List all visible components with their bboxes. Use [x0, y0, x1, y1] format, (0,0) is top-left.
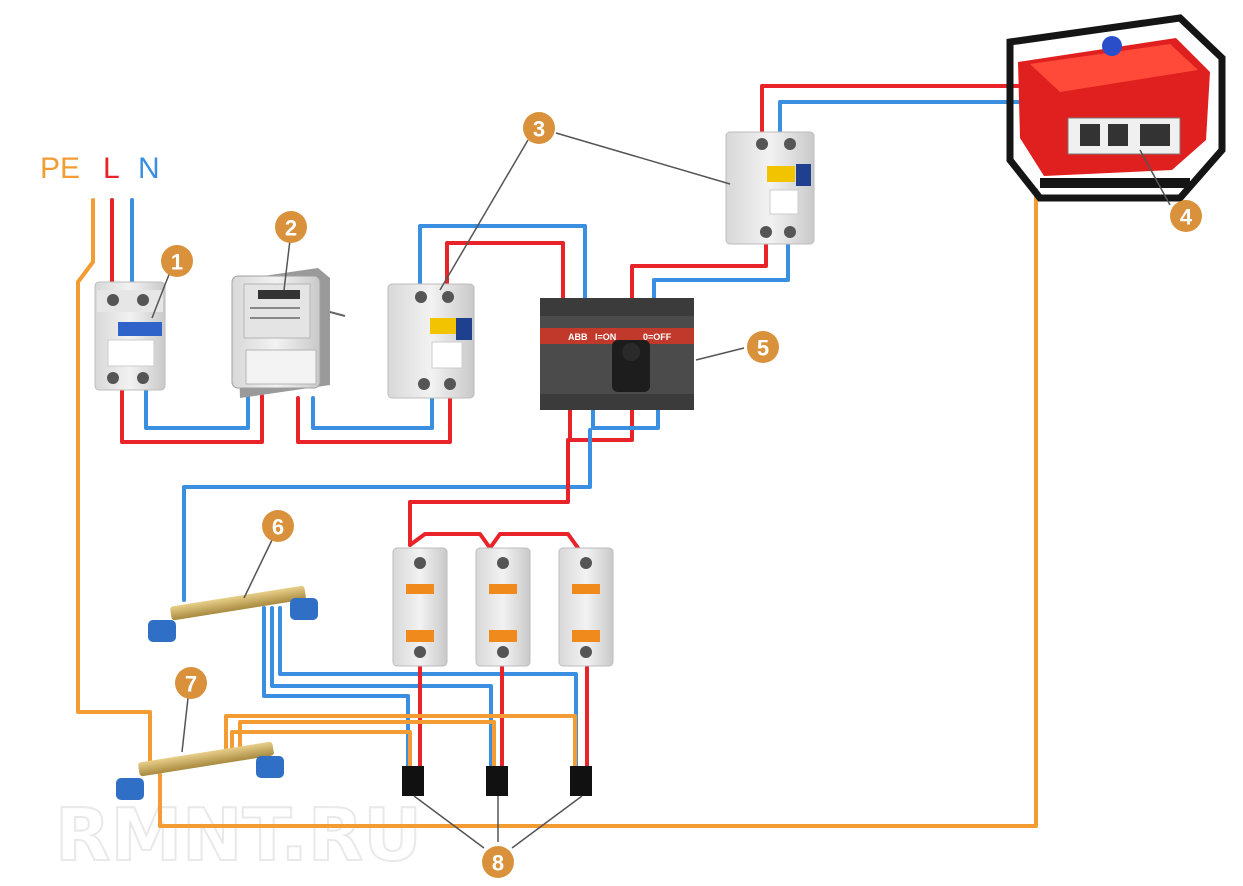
badge-7: 7 [175, 667, 207, 699]
switch-off-label: 0=OFF [643, 332, 672, 342]
leader-6 [243, 539, 273, 599]
leader-2 [283, 239, 291, 291]
badge-2: 2 [275, 211, 307, 243]
changeover-switch: ABB I=ON 0=OFF [540, 298, 694, 410]
wire-pe-load-1 [230, 730, 412, 772]
wire-n-load-2 [270, 606, 493, 772]
svg-text:3: 3 [533, 117, 545, 142]
neutral-busbar [148, 585, 318, 642]
l-label: L [103, 152, 120, 185]
leader-1 [151, 271, 171, 319]
wire-n-switch-gen-rcbo [652, 243, 790, 300]
wire-n-breaker-meter [144, 386, 250, 430]
wire-l-rcbo-switch [445, 241, 565, 300]
leader-3b [555, 132, 731, 185]
wire-n-load-1 [262, 606, 410, 772]
svg-text:6: 6 [272, 515, 284, 540]
load-breaker-2 [475, 547, 531, 667]
svg-text:4: 4 [1180, 205, 1193, 230]
generator [1006, 14, 1226, 202]
terminal-block-1 [402, 766, 424, 796]
wire-l-switch-loop [568, 406, 634, 442]
load-breaker-3 [558, 547, 614, 667]
wire-l-switch-gen-rcbo [630, 243, 768, 300]
pe-busbar [116, 741, 284, 800]
wire-pe-load-2 [238, 720, 496, 772]
badge-4: 4 [1170, 200, 1202, 232]
leader-5 [695, 347, 745, 361]
wire-n-meter-rcbo [311, 394, 434, 430]
wire-n-switch-busbar [182, 428, 592, 602]
svg-text:7: 7 [185, 672, 197, 697]
wire-pe-main [76, 198, 152, 770]
wire-l-to-generator [760, 84, 1030, 138]
switch-brand: ABB [568, 332, 588, 342]
svg-text:2: 2 [285, 216, 297, 241]
wire-l-breaker-link-1 [408, 532, 580, 550]
wire-n-to-generator [778, 100, 1030, 138]
badge-5: 5 [747, 331, 779, 363]
leader-3a [439, 139, 529, 291]
wire-l-meter-rcbo [296, 394, 452, 444]
leader-8a [413, 795, 485, 849]
wire-l-switch-breakers [408, 438, 570, 547]
wire-pe-generator [158, 188, 1038, 828]
load-breaker-1 [392, 547, 448, 667]
leader-7 [181, 697, 189, 753]
leader-4 [1139, 149, 1171, 206]
badge-1: 1 [161, 245, 193, 277]
terminal-block-2 [486, 766, 508, 796]
badge-6: 6 [262, 510, 294, 542]
badge-8: 8 [482, 846, 514, 878]
wire-n-rcbo-switch [418, 224, 587, 300]
svg-text:1: 1 [171, 250, 183, 275]
switch-on-label: I=ON [595, 332, 616, 342]
input-circuit-breaker [94, 281, 166, 391]
leader-8c [511, 795, 583, 849]
rcbo-generator [725, 131, 815, 245]
wire-n-switch-loop [591, 406, 660, 430]
wire-l-breaker-meter [120, 386, 264, 444]
terminal-block-3 [570, 766, 592, 796]
n-label: N [138, 152, 160, 185]
electricity-meter [231, 268, 346, 398]
svg-text:8: 8 [492, 851, 504, 876]
watermark: RMNT.RU [55, 793, 422, 877]
svg-text:5: 5 [757, 336, 769, 361]
badge-3: 3 [523, 112, 555, 144]
pe-label: PE [40, 152, 81, 185]
rcbo-main [387, 283, 475, 399]
wire-pe-load-3 [224, 714, 577, 772]
